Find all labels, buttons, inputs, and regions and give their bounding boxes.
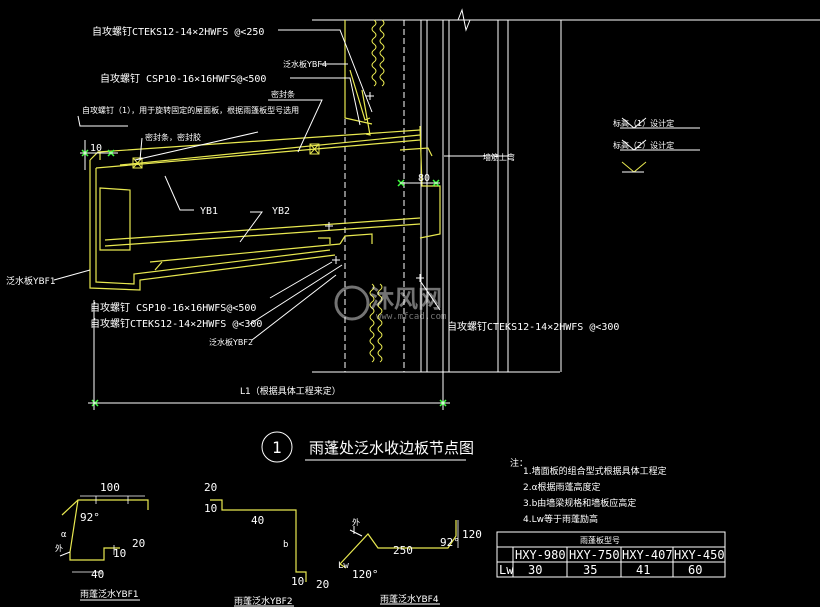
label-yb1: YB1: [200, 206, 218, 217]
ybf1-dim-20: 20: [132, 537, 145, 550]
ybf2-dim-20b: 20: [316, 578, 329, 591]
ybf2-dim-10b: 10: [291, 575, 304, 588]
note-4: 4.Lw等于雨蓬励高: [523, 513, 598, 525]
watermark-url: www.mfcad.com: [376, 312, 446, 322]
label-l1: L1（根据具体工程来定）: [240, 385, 341, 397]
ybf4-dim-92: 92°: [440, 536, 460, 549]
ybf1-dim-10: 10: [113, 547, 126, 560]
ybf2-dim-10a: 10: [204, 502, 217, 515]
watermark: 沐风网 www.mfcad.com: [334, 285, 446, 322]
label-screw1-note: 自攻螺钉（1），用于旋转固定的屋面板，根据雨篷板型号选用: [82, 105, 299, 115]
dim-10: 10: [90, 143, 102, 154]
label-ybf1-left: 泛水板YBF1: [6, 275, 56, 287]
title-number: 1: [272, 438, 282, 457]
label-yb2: YB2: [272, 206, 290, 217]
drawing-title: 1 雨蓬处泛水收边板节点图: [261, 431, 474, 463]
ybf2-caption: 雨蓬泛水YBF2: [234, 595, 293, 607]
note-2: 2.α根据雨蓬高度定: [523, 481, 601, 493]
ybf1-dim-angle: 92°: [80, 511, 100, 524]
insulation-top: [371, 19, 385, 87]
ybf1-dim-out: 外: [55, 543, 63, 553]
note-1: 1.墙面板的组合型式根据具体工程定: [523, 465, 667, 477]
table-value-3: 41: [636, 563, 650, 577]
dimension-lines: [80, 140, 450, 410]
label-elev1: 标高（1）设计定: [613, 118, 674, 128]
label-csp-bottom: 自攻螺钉 CSP10-16×16HWFS@<500: [90, 301, 256, 314]
label-wall-top: 墙筋上弯: [483, 152, 515, 162]
table-value-1: 30: [528, 563, 542, 577]
label-ybf2: 泛水板YBF2: [209, 337, 253, 347]
insulation-bottom: [369, 283, 383, 363]
ybf4-dim-120: 120: [462, 528, 482, 541]
ybf4-caption: 雨蓬泛水YBF4: [380, 593, 439, 605]
table-header-1: HXY-980: [515, 548, 566, 562]
notes-heading: 注：: [510, 457, 528, 469]
table-value-2: 35: [583, 563, 597, 577]
ybf1-dim-40: 40: [91, 568, 104, 581]
profile-ybf2: 20 10 40 b 10 20 雨蓬泛水YBF2: [204, 481, 329, 607]
label-csp-top: 自攻螺钉 CSP10-16×16HWFS@<500: [100, 72, 266, 85]
dim-80: 80: [418, 173, 430, 184]
canopy-flashing: [89, 20, 441, 291]
note-3: 3.b由墙梁规格和墙板应高定: [523, 497, 636, 509]
ybf2-dim-20: 20: [204, 481, 217, 494]
watermark-cn: 沐风网: [370, 285, 442, 313]
table-row-label: Lw: [499, 563, 514, 577]
table-header-3: HXY-407: [622, 548, 673, 562]
table-value-4: 60: [688, 563, 702, 577]
ybf2-dim-b: b: [283, 540, 288, 550]
screw-marks: [325, 92, 424, 282]
leader-lines: [53, 29, 700, 341]
table-header-4: HXY-450: [674, 548, 725, 562]
label-seal-glue: 密封条，密封胶: [145, 132, 201, 142]
label-cteks-bottom: 自攻螺钉CTEKS12-14×2HWFS @<300: [90, 317, 262, 330]
ybf4-dim-250: 250: [393, 544, 413, 557]
ybf4-dim-lw: Lw: [338, 561, 349, 571]
ybf4-dim-out: 外: [352, 517, 360, 527]
ybf1-caption: 雨蓬泛水YBF1: [80, 588, 139, 600]
label-seal-strip: 密封条: [271, 89, 295, 99]
label-top-screw: 自攻螺钉CTEKS12-14×2HWFS @<250: [92, 25, 264, 38]
model-table: 雨蓬板型号 HXY-980 HXY-750 HXY-407 HXY-450 Lw…: [496, 531, 726, 578]
ybf1-dim-100: 100: [100, 481, 120, 494]
ybf1-dim-alpha: α: [61, 530, 67, 540]
profile-ybf4: 外 250 92° 120 Lw 120° 雨蓬泛水YBF4: [338, 517, 482, 605]
label-elev2: 标高（2）设计定: [613, 140, 674, 150]
profile-ybf1: 100 92° α 20 10 40 外 雨蓬泛水YBF1: [55, 481, 149, 601]
notes-block: 注： 1.墙面板的组合型式根据具体工程定 2.α根据雨蓬高度定 3.b由墙梁规格…: [510, 457, 667, 525]
table-header-2: HXY-750: [569, 548, 620, 562]
table-title: 雨蓬板型号: [580, 535, 620, 545]
dimension-end-marks: [81, 149, 447, 407]
break-mark-top: [457, 8, 471, 32]
label-right-screw: 自攻螺钉CTEKS12-14×2HWFS @<300: [447, 320, 619, 333]
ybf2-dim-40: 40: [251, 514, 264, 527]
ybf4-dim-120deg: 120°: [352, 568, 379, 581]
detail-labels: 自攻螺钉CTEKS12-14×2HWFS @<250 泛水板YBF4 自攻螺钉 …: [6, 25, 674, 397]
label-ybf4-top: 泛水板YBF4: [283, 59, 327, 69]
title-text: 雨蓬处泛水收边板节点图: [309, 439, 474, 457]
